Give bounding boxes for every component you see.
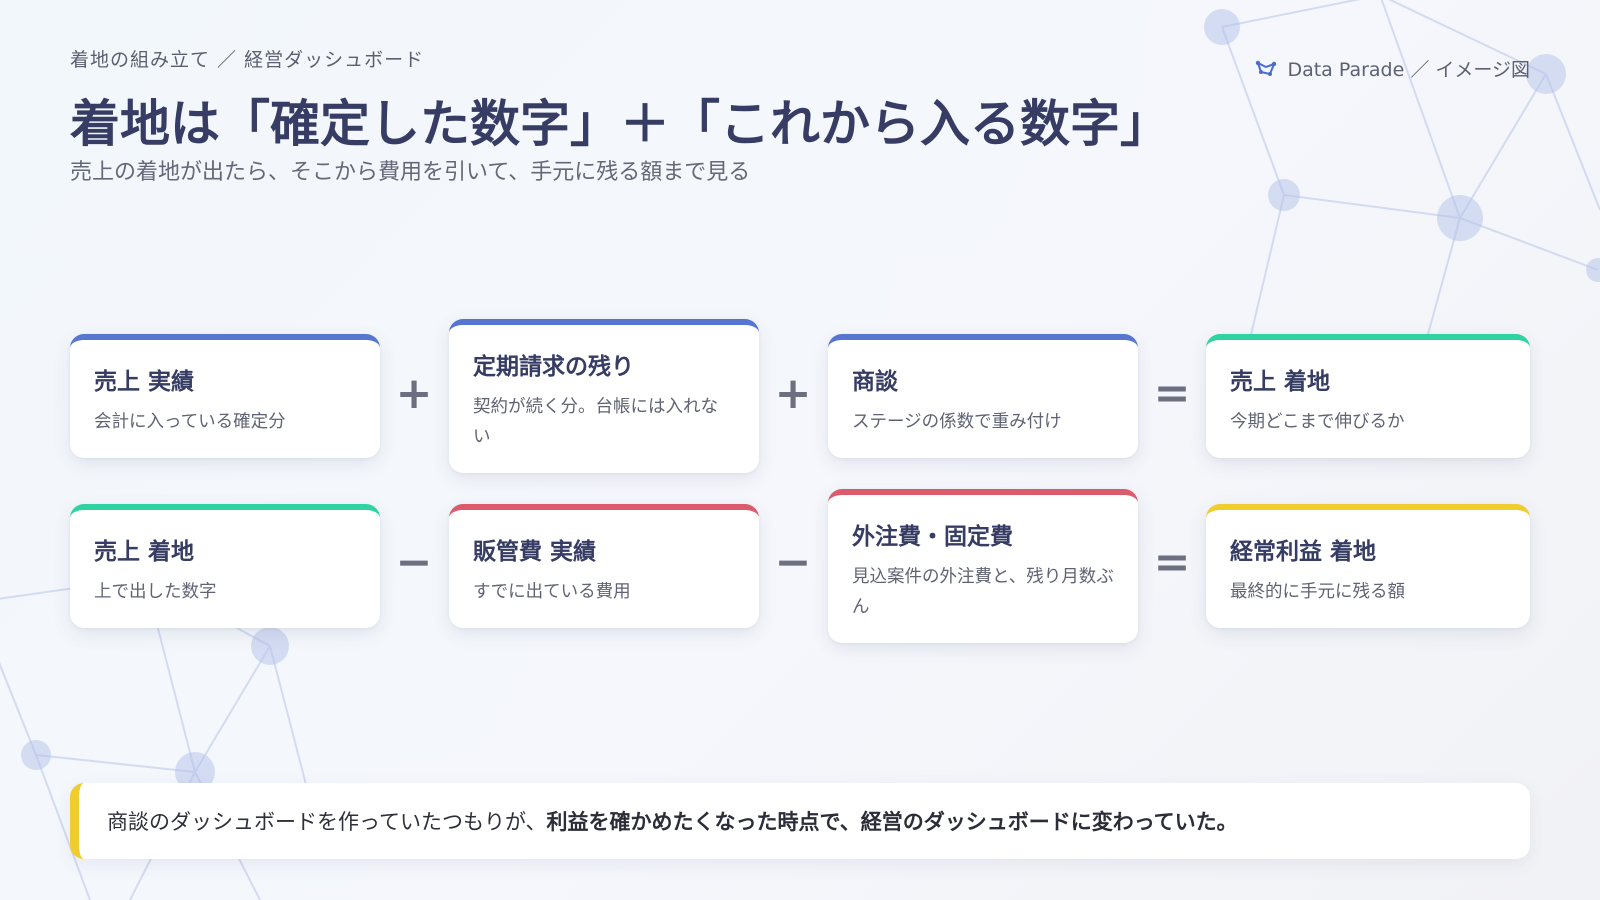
card-title: 販管費 実績 bbox=[473, 539, 597, 565]
equals-operator: = bbox=[1153, 368, 1191, 419]
plus-operator: + bbox=[774, 368, 812, 419]
card-title: 定期請求の残り bbox=[473, 354, 634, 380]
card-description: 契約が続く分。台帳には入れない bbox=[473, 397, 718, 447]
card-sales-forecast: 売上 着地 今期どこまで伸びるか bbox=[1206, 334, 1530, 458]
card-deals: 商談 ステージの係数で重み付け bbox=[828, 334, 1138, 458]
card-title: 売上 着地 bbox=[94, 539, 195, 565]
brand-label: Data Parade ／ イメージ図 bbox=[1255, 55, 1530, 82]
card-title: 売上 着地 bbox=[1230, 369, 1331, 395]
constellation-icon bbox=[1255, 59, 1277, 79]
card-recurring-remaining: 定期請求の残り 契約が続く分。台帳には入れない bbox=[449, 319, 759, 473]
minus-operator: − bbox=[395, 537, 433, 588]
card-description: 最終的に手元に残る額 bbox=[1230, 582, 1405, 602]
page-title: 着地は「確定した数字」＋「これから入る数字」 bbox=[70, 95, 1170, 153]
card-title: 外注費・固定費 bbox=[852, 524, 1013, 550]
card-sales-forecast-input: 売上 着地 上で出した数字 bbox=[70, 504, 380, 628]
note-emphasis: 利益を確かめたくなった時点で、経営のダッシュボードに変わっていた。 bbox=[546, 810, 1238, 834]
page-subtitle: 売上の着地が出たら、そこから費用を引いて、手元に残る額まで見る bbox=[70, 160, 751, 185]
card-ordinary-profit-forecast: 経常利益 着地 最終的に手元に残る額 bbox=[1206, 504, 1530, 628]
card-description: 上で出した数字 bbox=[94, 582, 217, 602]
summary-note: 商談のダッシュボードを作っていたつもりが、利益を確かめたくなった時点で、経営のダ… bbox=[70, 783, 1530, 859]
card-title: 売上 実績 bbox=[94, 369, 195, 395]
card-title: 経常利益 着地 bbox=[1230, 539, 1377, 565]
minus-operator: − bbox=[774, 537, 812, 588]
card-description: 今期どこまで伸びるか bbox=[1230, 412, 1405, 432]
card-description: 見込案件の外注費と、残り月数ぶん bbox=[852, 567, 1114, 617]
equals-operator: = bbox=[1153, 537, 1191, 588]
breadcrumb: 着地の組み立て ／ 経営ダッシュボード bbox=[70, 49, 425, 71]
card-sga-actual: 販管費 実績 すでに出ている費用 bbox=[449, 504, 759, 628]
card-outsourcing-fixed-costs: 外注費・固定費 見込案件の外注費と、残り月数ぶん bbox=[828, 489, 1138, 643]
brand-text: Data Parade ／ イメージ図 bbox=[1287, 59, 1530, 81]
card-sales-actual: 売上 実績 会計に入っている確定分 bbox=[70, 334, 380, 458]
card-description: ステージの係数で重み付け bbox=[852, 412, 1062, 432]
note-lead: 商談のダッシュボードを作っていたつもりが、 bbox=[107, 810, 547, 834]
card-description: すでに出ている費用 bbox=[473, 582, 631, 602]
card-title: 商談 bbox=[852, 369, 898, 395]
plus-operator: + bbox=[395, 368, 433, 419]
card-description: 会計に入っている確定分 bbox=[94, 412, 286, 432]
